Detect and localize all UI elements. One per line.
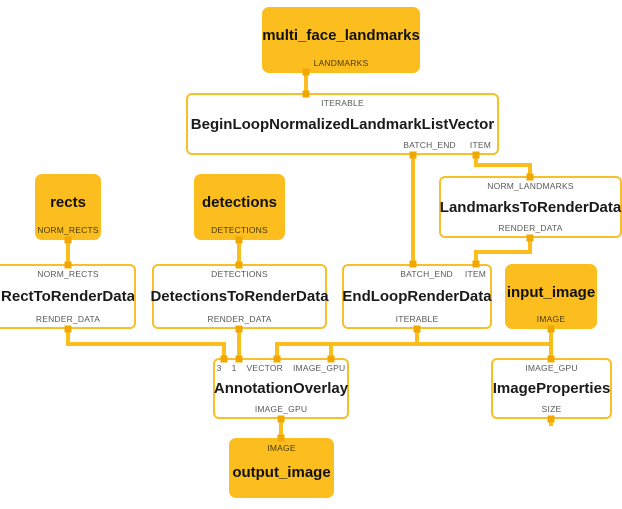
connector-nub	[409, 151, 417, 159]
node-begin-loop-inputs: ITERABLE	[188, 95, 497, 108]
port-ip-in-image-gpu[interactable]: IMAGE_GPU	[525, 363, 578, 373]
node-image-properties[interactable]: IMAGE_GPU ImageProperties SIZE	[491, 358, 612, 419]
connector-nub	[547, 415, 555, 423]
node-annotation-overlay-title: AnnotationOverlay	[213, 380, 349, 397]
node-output-image-title: output_image	[232, 463, 331, 481]
port-detections-out[interactable]: DETECTIONS	[211, 224, 268, 235]
node-multi-face-landmarks-outputs: LANDMARKS	[264, 57, 418, 72]
port-batch-end-out[interactable]: BATCH_END	[403, 139, 456, 150]
port-norm-rects-out[interactable]: NORM_RECTS	[37, 224, 99, 235]
node-rect-to-render-data[interactable]: NORM_RECTS RectToRenderData RENDER_DATA	[0, 264, 136, 329]
port-item-out[interactable]: ITEM	[469, 139, 491, 150]
port-ip-out-size[interactable]: SIZE	[541, 403, 562, 414]
node-rects-title: rects	[50, 194, 86, 212]
port-landmarks[interactable]: LANDMARKS	[313, 57, 369, 68]
port-ao-in-image-gpu[interactable]: IMAGE_GPU	[293, 363, 346, 373]
node-input-image-title: input_image	[506, 283, 596, 301]
edge-rect-render-to-ao3	[66, 329, 226, 358]
node-detections[interactable]: detections DETECTIONS	[194, 174, 285, 240]
node-rects[interactable]: rects NORM_RECTS	[35, 174, 101, 240]
port-norm-landmarks-in[interactable]: NORM_LANDMARKS	[487, 181, 574, 191]
connector-nub	[547, 355, 555, 363]
connector-nub	[302, 68, 310, 76]
port-render-data-out-rect[interactable]: RENDER_DATA	[35, 313, 101, 324]
node-begin-loop-title: BeginLoopNormalizedLandmarkListVector	[190, 115, 495, 133]
node-landmarks-to-render-data-title: LandmarksToRenderData	[439, 198, 622, 216]
connector-nub	[277, 434, 285, 442]
connector-nub	[472, 151, 480, 159]
node-rect-to-render-data-title: RectToRenderData	[1, 288, 135, 305]
connector-nub	[235, 325, 243, 333]
connector-nub	[235, 236, 243, 244]
node-end-loop-render-data-inputs: BATCH_END ITEM	[340, 266, 494, 279]
port-iterable-in[interactable]: ITERABLE	[321, 98, 364, 108]
node-input-image[interactable]: input_image IMAGE	[505, 264, 597, 329]
connector-nub	[235, 355, 243, 363]
node-detections-to-render-data-title: DetectionsToRenderData	[150, 288, 329, 305]
connector-nub	[64, 261, 72, 269]
node-annotation-overlay[interactable]: 3 1 VECTOR IMAGE_GPU AnnotationOverlay I…	[213, 358, 349, 419]
port-detections-in[interactable]: DETECTIONS	[211, 269, 268, 279]
node-detections-to-render-data[interactable]: DETECTIONS DetectionsToRenderData RENDER…	[150, 264, 329, 329]
node-begin-loop-outputs: BATCH_END ITEM	[182, 139, 503, 154]
port-image-out[interactable]: IMAGE	[536, 313, 566, 324]
port-batch-end-in[interactable]: BATCH_END	[400, 269, 453, 279]
connector-nub	[472, 260, 480, 268]
port-render-data-out-detections[interactable]: RENDER_DATA	[207, 313, 272, 324]
edge-inputimage-to-ao	[329, 329, 553, 358]
connector-nub	[277, 415, 285, 423]
connector-nub	[413, 325, 421, 333]
node-output-image-inputs: IMAGE	[231, 440, 332, 453]
connector-nub	[547, 325, 555, 333]
port-ao-in-vector[interactable]: VECTOR	[246, 363, 283, 373]
node-end-loop-render-data-title: EndLoopRenderData	[342, 288, 492, 305]
port-ao-in-1[interactable]: 1	[231, 363, 237, 373]
connector-nub	[64, 325, 72, 333]
connector-nub	[327, 355, 335, 363]
node-begin-loop[interactable]: ITERABLE BeginLoopNormalizedLandmarkList…	[186, 93, 499, 155]
port-render-data-out-landmarks[interactable]: RENDER_DATA	[498, 222, 563, 233]
node-image-properties-title: ImageProperties	[492, 380, 611, 397]
connector-nub	[409, 260, 417, 268]
port-ao-out-image-gpu[interactable]: IMAGE_GPU	[254, 403, 308, 414]
node-multi-face-landmarks[interactable]: multi_face_landmarks LANDMARKS	[262, 7, 420, 73]
port-item-in[interactable]: ITEM	[464, 269, 486, 279]
node-output-image-outputs	[231, 492, 332, 496]
port-norm-rects-in[interactable]: NORM_RECTS	[37, 269, 99, 279]
edge-iterable-to-vector	[275, 329, 419, 358]
port-output-image-in[interactable]: IMAGE	[267, 443, 296, 453]
node-end-loop-render-data[interactable]: BATCH_END ITEM EndLoopRenderData ITERABL…	[342, 264, 492, 329]
connector-nub	[273, 355, 281, 363]
connector-nub	[526, 234, 534, 242]
node-detections-title: detections	[201, 194, 277, 212]
connector-nub	[526, 173, 534, 181]
connector-nub	[302, 90, 310, 98]
port-ao-in-3[interactable]: 3	[216, 363, 222, 373]
connector-nub	[64, 236, 72, 244]
node-landmarks-to-render-data[interactable]: NORM_LANDMARKS LandmarksToRenderData REN…	[439, 176, 622, 238]
edge-renderdata-to-item	[474, 238, 532, 264]
connector-nub	[220, 355, 228, 363]
edge-item-to-landmarks	[474, 154, 532, 176]
node-multi-face-landmarks-title: multi_face_landmarks	[262, 27, 420, 45]
port-iterable-out[interactable]: ITERABLE	[395, 313, 439, 324]
connector-nub	[235, 261, 243, 269]
node-output-image[interactable]: IMAGE output_image	[229, 438, 334, 498]
